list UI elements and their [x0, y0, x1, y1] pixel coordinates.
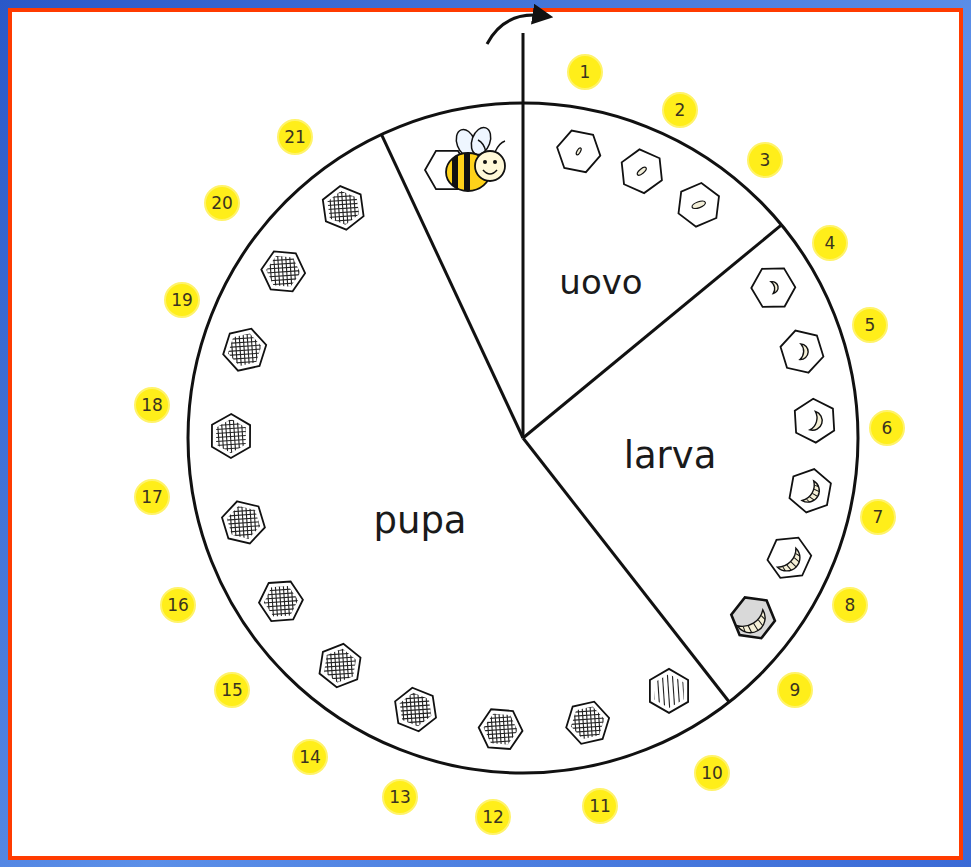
stage-name: pupa — [373, 502, 466, 539]
stage-name: uovo — [559, 265, 642, 299]
day-number: 1 — [567, 54, 603, 90]
day-number: 11 — [582, 788, 618, 824]
larva-cell — [781, 331, 824, 373]
callout-number: 18 — [141, 397, 163, 414]
callout-number: 4 — [825, 235, 836, 252]
pupa-cell — [479, 704, 526, 751]
pupa-cell — [261, 246, 308, 293]
day-number: 2 — [662, 92, 698, 128]
callout-number: 19 — [171, 292, 193, 309]
day-number: 21 — [277, 119, 313, 155]
day-number: 16 — [160, 587, 196, 623]
callout-number: 11 — [589, 798, 611, 815]
callout-number: 9 — [790, 682, 801, 699]
day-number: 13 — [382, 779, 418, 815]
sector-divider — [523, 225, 781, 438]
bee-drawing — [425, 125, 505, 195]
day-number: 3 — [747, 142, 783, 178]
day-number: 5 — [852, 307, 888, 343]
day-number: 7 — [860, 499, 896, 535]
larva-cell — [731, 597, 775, 638]
callout-number: 1 — [580, 64, 591, 81]
callout-number: 17 — [141, 489, 163, 506]
pupa-cell — [221, 497, 268, 544]
larva-cell — [768, 538, 812, 578]
callout-number: 5 — [865, 317, 876, 334]
pupa-cell — [647, 669, 690, 713]
egg-cell — [557, 131, 600, 173]
callout-number: 6 — [882, 420, 893, 437]
callout-number: 21 — [284, 129, 306, 146]
stage-name: larva — [624, 437, 717, 474]
callout-number: 2 — [675, 102, 686, 119]
callout-number: 15 — [221, 682, 243, 699]
day-number: 20 — [204, 185, 240, 221]
day-number: 17 — [134, 479, 170, 515]
callout-number: 20 — [211, 195, 233, 212]
day-number: 18 — [134, 387, 170, 423]
egg-cell — [622, 149, 662, 193]
pupa-cell — [394, 684, 441, 731]
larva-cell — [795, 399, 834, 443]
callout-number: 16 — [167, 597, 189, 614]
callout-number: 3 — [760, 152, 771, 169]
day-number: 15 — [214, 672, 250, 708]
day-number: 6 — [869, 410, 905, 446]
day-number: 14 — [292, 739, 328, 775]
callout-number: 10 — [701, 765, 723, 782]
pupa-cell — [321, 183, 368, 230]
callout-number: 7 — [873, 509, 884, 526]
pupa-cell — [209, 411, 256, 458]
pupa-cell — [223, 325, 270, 372]
day-number: 9 — [777, 672, 813, 708]
larva-cell — [751, 268, 795, 307]
pupa-cell — [566, 698, 613, 745]
direction-arrow — [487, 15, 545, 44]
callout-number: 14 — [299, 749, 321, 766]
sector-divider — [523, 438, 729, 702]
callout-number: 8 — [845, 597, 856, 614]
callout-number: 13 — [389, 789, 411, 806]
sector-divider — [522, 33, 525, 438]
egg-cell — [679, 183, 720, 227]
sector-divider — [381, 134, 523, 438]
pupa-cell — [259, 576, 306, 623]
pupa-cell — [318, 641, 365, 688]
callout-number: 12 — [482, 809, 504, 826]
day-number: 12 — [475, 799, 511, 835]
day-number: 8 — [832, 587, 868, 623]
day-number: 10 — [694, 755, 730, 791]
day-number: 19 — [164, 282, 200, 318]
day-number: 4 — [812, 225, 848, 261]
larva-cell — [790, 469, 831, 512]
